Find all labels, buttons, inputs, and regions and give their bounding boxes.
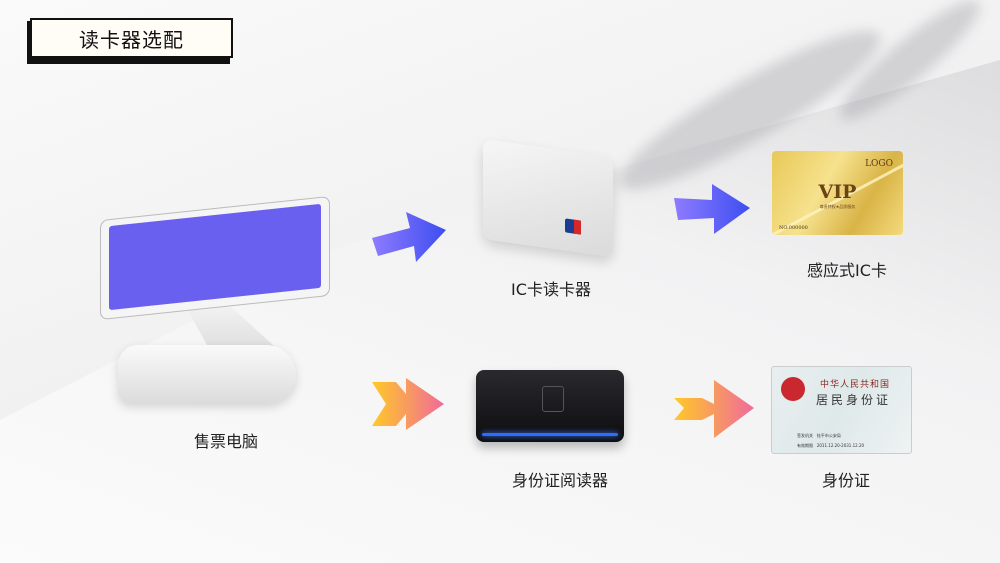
id-card-reader-image xyxy=(476,370,624,442)
arrow-right-icon xyxy=(372,378,444,430)
id-card-image: 中华人民共和国 居民身份证 签发机关 桂平市公安局 有效期限 2011.12.2… xyxy=(771,366,912,454)
id-card-label: 身份证 xyxy=(821,471,871,490)
id-reader-label: 身份证阅读器 xyxy=(511,471,609,490)
arrow-right-icon xyxy=(674,184,750,234)
card-vip: VIP xyxy=(818,181,857,203)
ic-card-reader-image xyxy=(483,138,613,258)
id-title: 居民身份证 xyxy=(816,393,892,407)
card-symbol-icon xyxy=(542,386,564,412)
arrow-right-icon xyxy=(674,380,754,438)
id-country: 中华人民共和国 xyxy=(820,380,891,390)
card-logo: LOGO xyxy=(865,159,893,169)
arrow-right-icon xyxy=(372,212,446,262)
id-validity-label: 有效期限 xyxy=(797,443,813,448)
id-validity: 2011.12.20-2031.12.20 xyxy=(816,443,865,448)
card-slogan: 尊贵特权★品质服务 xyxy=(819,204,856,209)
id-authority-row: 签发机关 桂平市公安局 xyxy=(797,433,841,439)
card-number: NO.000000 xyxy=(779,225,808,231)
id-authority-label: 签发机关 xyxy=(797,433,813,438)
pos-base xyxy=(118,345,296,403)
pos-label: 售票电脑 xyxy=(193,432,259,451)
ic-logo-icon xyxy=(565,218,581,235)
pos-display xyxy=(109,203,321,311)
title-text: 读卡器选配 xyxy=(30,18,233,58)
ic-card-label: 感应式IC卡 xyxy=(807,261,887,280)
indicator-light xyxy=(482,433,618,436)
id-authority: 桂平市公安局 xyxy=(816,433,841,438)
vip-ic-card-image: LOGO VIP 尊贵特权★品质服务 NO.000000 xyxy=(772,151,903,235)
id-validity-row: 有效期限 2011.12.20-2031.12.20 xyxy=(797,443,864,449)
national-emblem-icon xyxy=(781,377,805,401)
slide-title: 读卡器选配 xyxy=(27,18,233,64)
ic-reader-label: IC卡读卡器 xyxy=(511,280,591,299)
